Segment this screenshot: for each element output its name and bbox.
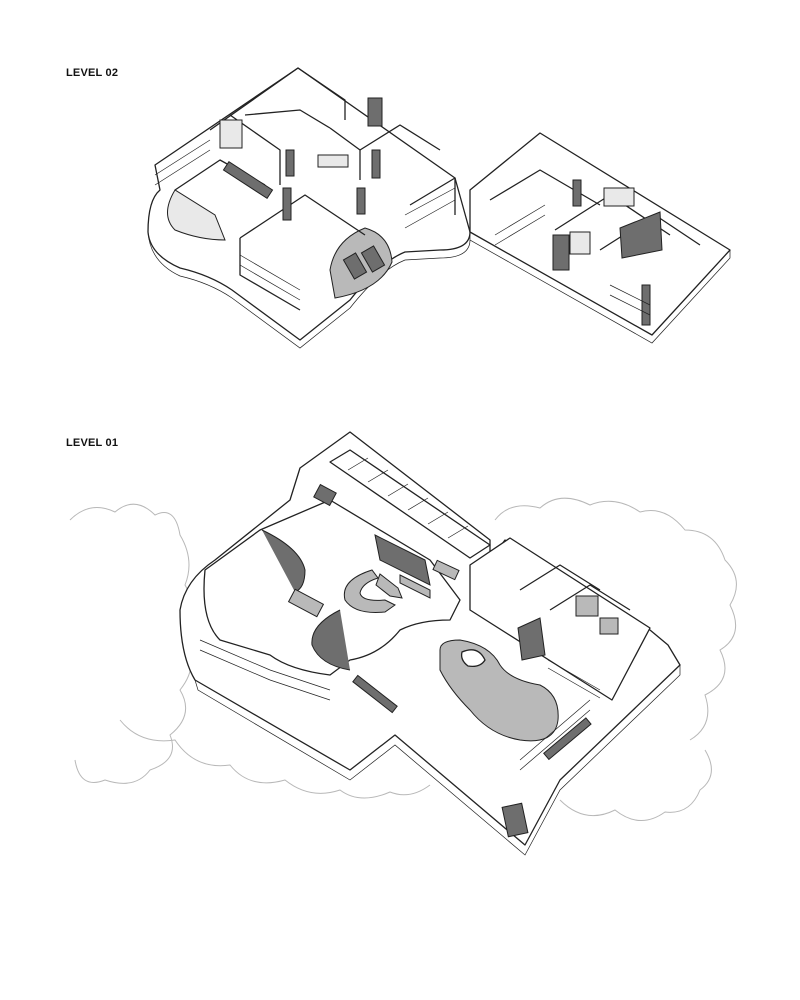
- trees-left: [69, 503, 193, 784]
- level-02-axonometric: [147, 67, 731, 349]
- level-01-axonometric: [69, 431, 737, 856]
- level-02-slab-right: [469, 132, 731, 336]
- level-02-curved-terrace: [167, 189, 226, 241]
- trees-bottom: [119, 719, 431, 799]
- kitchen-block: [374, 534, 431, 586]
- c-shaped-seating: [343, 569, 396, 613]
- level-01-label: LEVEL 01: [66, 437, 119, 449]
- swimming-pool: [439, 639, 559, 742]
- skylight-row: [329, 449, 491, 559]
- level-02-label: LEVEL 02: [66, 67, 119, 79]
- trees-right: [494, 497, 737, 741]
- level-01-right-wing: [469, 537, 651, 701]
- living-room-curve: [203, 499, 461, 676]
- trees-lower-right: [559, 749, 712, 821]
